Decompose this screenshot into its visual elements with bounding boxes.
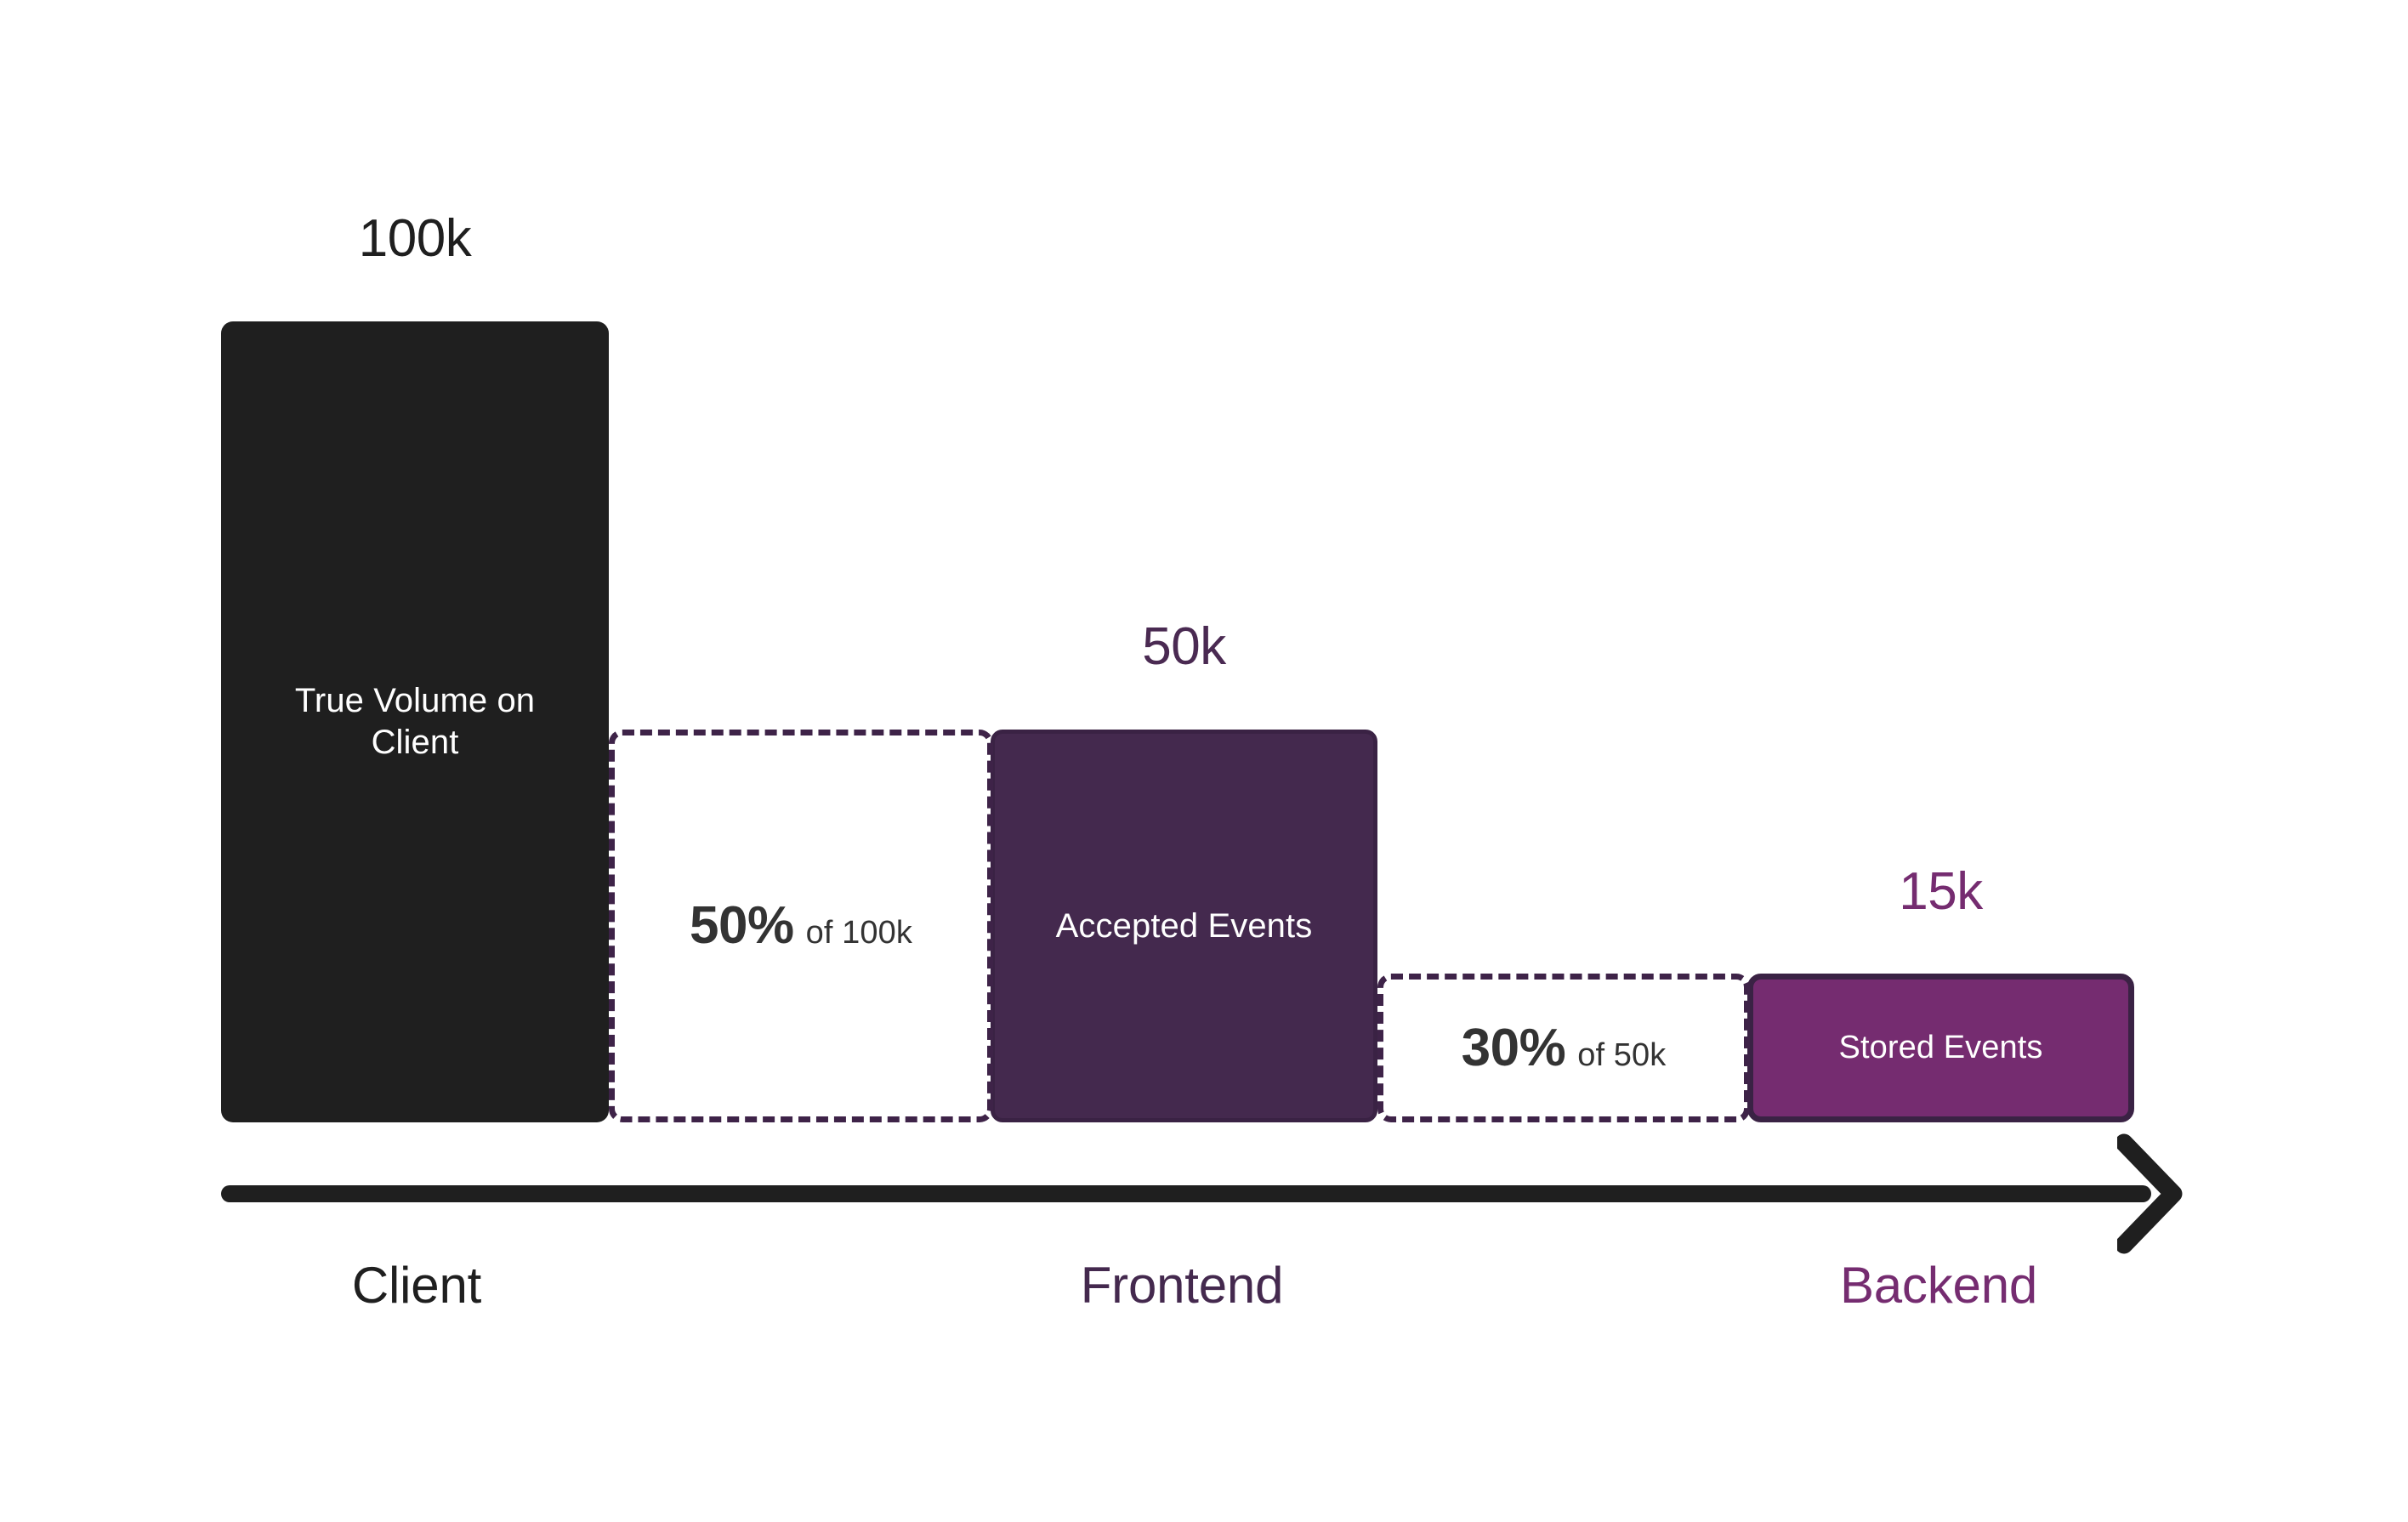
dropoff-text-client-to-frontend: 50% of 100k (690, 900, 912, 952)
bar-label-frontend: Accepted Events (1055, 906, 1313, 945)
value-label-client: 100k (358, 209, 472, 268)
value-label-frontend: 50k (1142, 617, 1226, 676)
dropoff-base-frontend-to-backend: of 50k (1577, 1036, 1667, 1073)
bar-frontend: Accepted Events (991, 730, 1377, 1122)
dropoff-percent-frontend-to-backend: 30% (1461, 1018, 1566, 1077)
dropoff-base-client-to-frontend: of 100k (805, 915, 912, 951)
dropoff-text-frontend-to-backend: 30% of 50k (1461, 1018, 1667, 1077)
dropoff-box-frontend-to-backend: 30% of 50k (1377, 974, 1750, 1122)
bar-label-backend: Stored Events (1838, 1030, 2043, 1066)
dropoff-percent-client-to-frontend: 50% (690, 896, 794, 955)
bar-client: True Volume on Client (221, 321, 609, 1122)
stage-label-client: Client (351, 1257, 482, 1314)
axis-line (221, 1185, 2151, 1202)
stage-label-backend: Backend (1839, 1257, 2038, 1314)
stage-label-frontend: Frontend (1080, 1257, 1284, 1314)
dropoff-box-client-to-frontend: 50% of 100k (609, 730, 993, 1122)
bar-backend: Stored Events (1747, 974, 2134, 1122)
value-label-backend: 15k (1899, 862, 1983, 921)
bar-label-client: True Volume on Client (294, 682, 536, 761)
